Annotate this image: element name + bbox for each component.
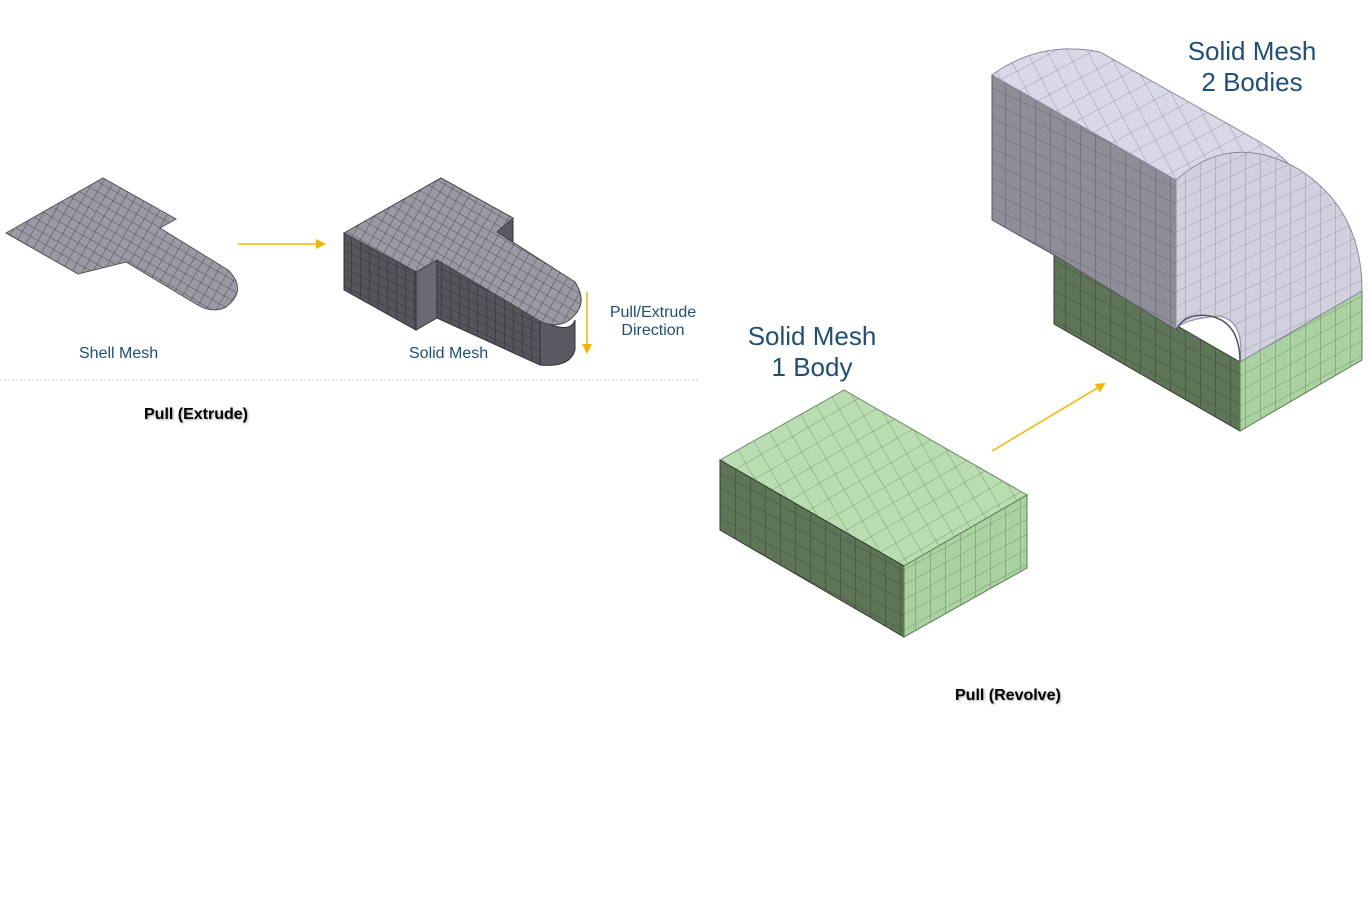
extrude-caption: Pull (Extrude) bbox=[144, 406, 249, 423]
two-bodies-line2: 2 Bodies bbox=[1201, 67, 1303, 97]
one-body-label: Solid Mesh 1 Body bbox=[742, 321, 882, 383]
shell-mesh-label: Shell Mesh bbox=[79, 345, 159, 362]
two-bodies-line1: Solid Mesh bbox=[1187, 36, 1317, 66]
one-body-line1: Solid Mesh bbox=[747, 321, 877, 351]
extrude-direction-line1: Pull/Extrude bbox=[609, 304, 697, 321]
solid-mesh-two-bodies-figure bbox=[991, 48, 1363, 432]
revolve-arrow bbox=[991, 382, 1106, 452]
solid-mesh-label: Solid Mesh bbox=[409, 345, 489, 362]
solid-mesh-figure bbox=[342, 177, 582, 366]
one-body-line2: 1 Body bbox=[771, 352, 853, 382]
revolve-caption: Pull (Revolve) bbox=[955, 687, 1061, 704]
shell-mesh-figure bbox=[4, 177, 238, 311]
extrude-direction-label: Pull/Extrude Direction bbox=[608, 304, 698, 340]
two-bodies-label: Solid Mesh 2 Bodies bbox=[1182, 36, 1322, 98]
extrude-direction-line2: Direction bbox=[621, 322, 685, 339]
solid-mesh-one-body-figure bbox=[718, 389, 1029, 638]
